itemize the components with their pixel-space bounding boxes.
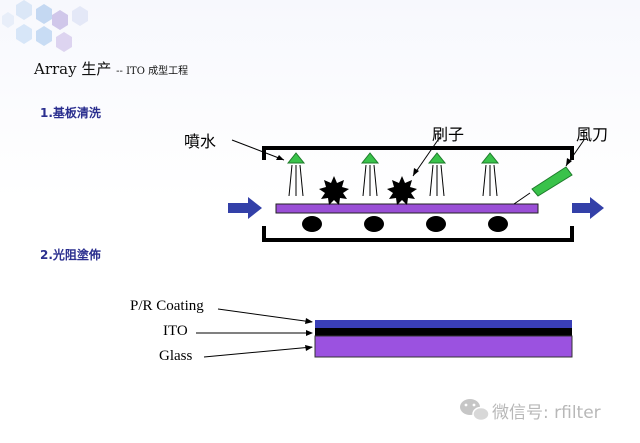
spray-leader-line [231,139,285,161]
roller [364,216,384,232]
substrate-bar [275,203,539,214]
layer-stack [314,320,573,358]
brush-label: 刷子 [432,125,465,144]
glass-layer [314,335,573,358]
spray-nozzle [480,152,500,197]
roller [488,216,508,232]
wechat-icon [460,399,490,422]
pr-coating-label: P/R Coating [130,298,204,314]
title-sub: -- ITO 成型工程 [116,66,189,77]
spray-nozzle [360,152,380,197]
air-knife-label: 風刀 [576,125,609,144]
roller [426,216,446,232]
section-cleaning-heading: 1.基板清洗 [40,106,101,120]
outlet-arrow [572,197,604,219]
hexagon-decoration [2,0,88,52]
ito-label: ITO [163,323,188,339]
air-knife-icon [513,166,573,205]
glass-leader-line [203,346,313,358]
spray-label: 噴水 [184,132,217,151]
cleaning-chamber [262,146,574,242]
brush-leader-line [412,136,441,177]
brush-icon [319,176,349,205]
ito-layer [315,328,572,336]
title-main: Array 生产 [34,60,112,78]
brush-icon [387,176,417,205]
inlet-arrow [228,197,262,219]
glass-label: Glass [159,348,193,364]
section-coating-heading: 2.光阻塗佈 [40,248,101,262]
roller [302,216,322,232]
page-title: Array 生产 -- ITO 成型工程 [34,58,188,79]
watermark-text: 微信号: rfilter [492,403,601,423]
spray-nozzle [427,152,447,197]
pr-leader-line [217,308,313,323]
spray-nozzle [286,152,306,197]
pr-layer [315,320,572,328]
